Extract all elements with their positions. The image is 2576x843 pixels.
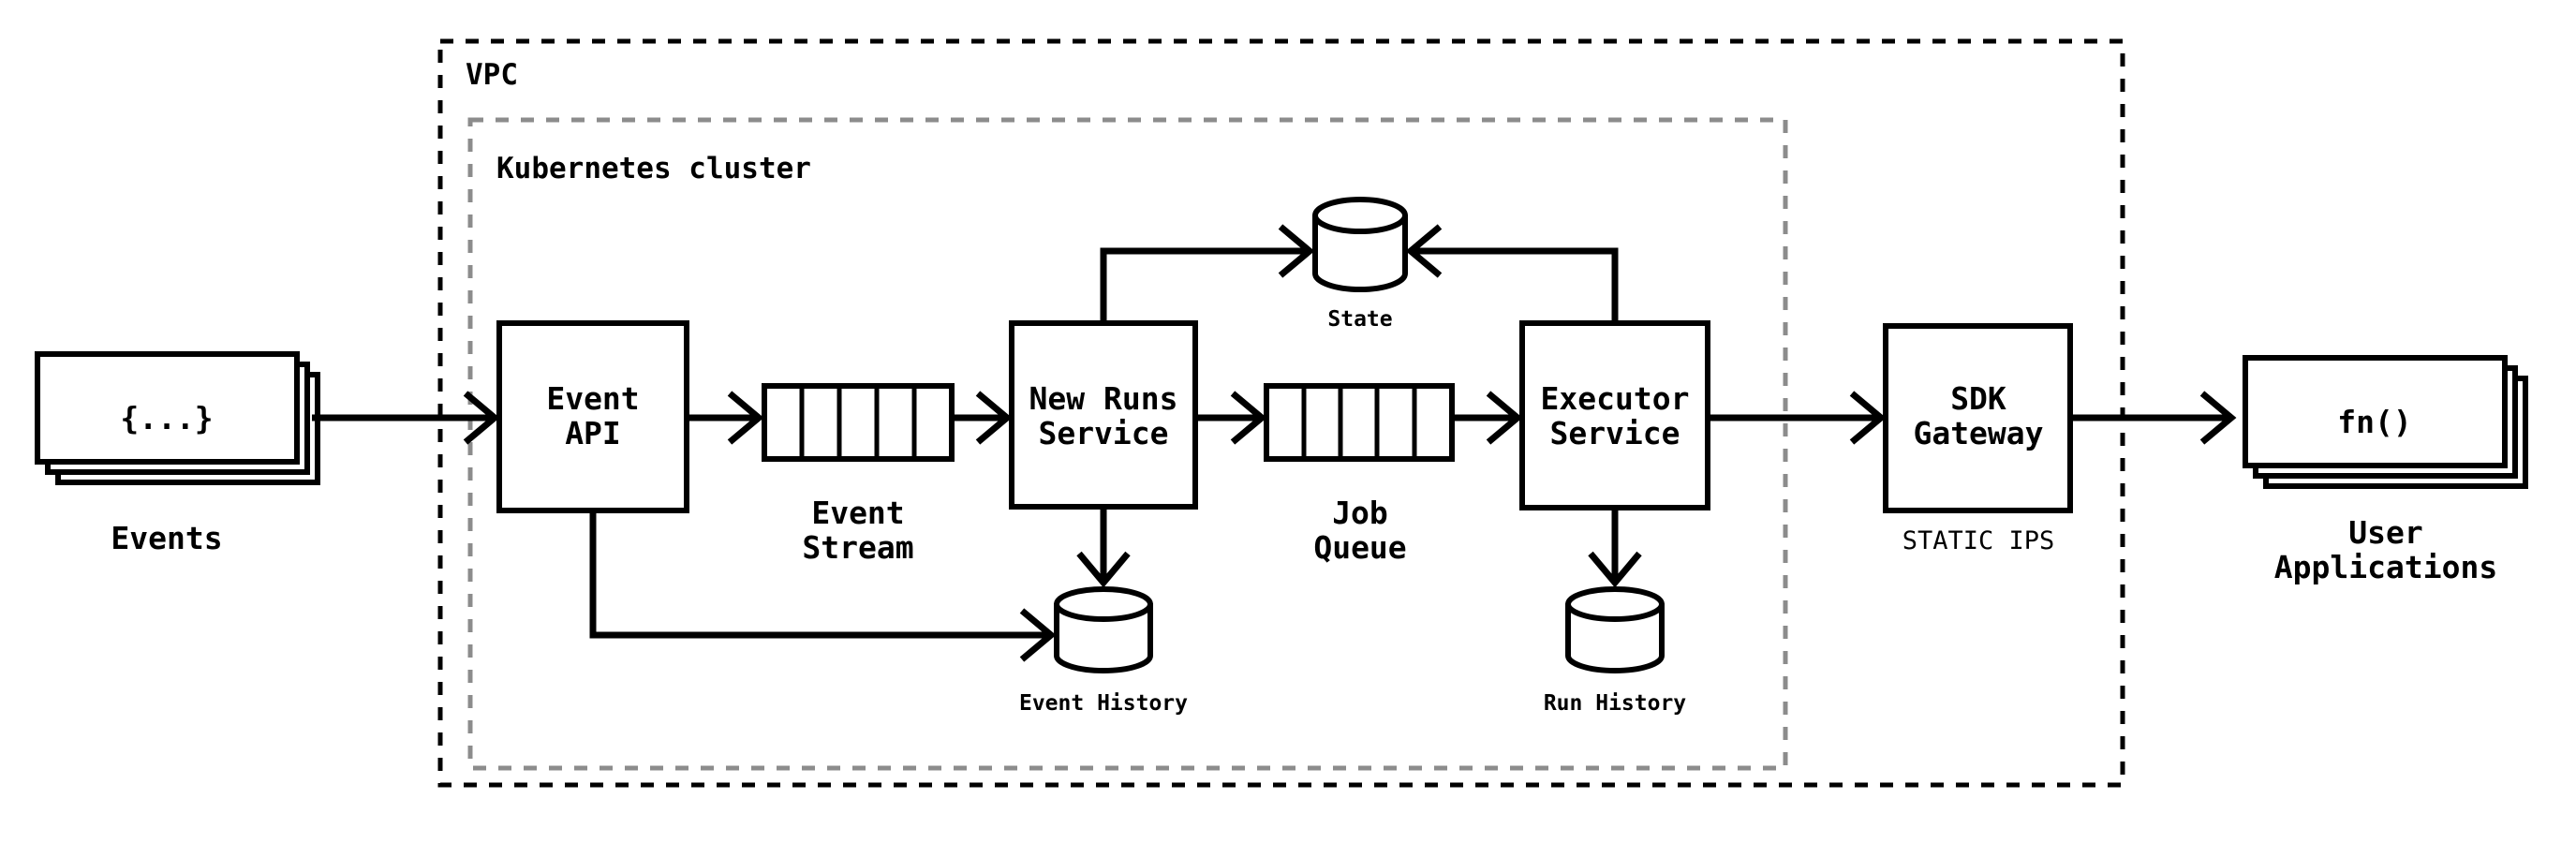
flow-events-to-event-api [312, 391, 500, 445]
run-history-cylinder-top [1565, 586, 1665, 622]
events-label: {...} [120, 400, 213, 436]
user-applications-label: fn() [2337, 404, 2411, 440]
job-queue-caption-line1: Job [1332, 495, 1388, 531]
events-caption: Events [111, 520, 222, 556]
sdk-gateway-label-line1: SDK [1950, 380, 2006, 417]
event-stream-queue [762, 383, 955, 462]
flow-sdk-gateway-to-user-applications [2070, 391, 2237, 445]
executor-service-label-line2: Service [1549, 415, 1680, 451]
boundary-k8s-label: Kubernetes cluster [496, 152, 811, 185]
user-applications-stack-layer-1 [2243, 355, 2508, 468]
boundary-vpc [437, 38, 2125, 788]
flow-job-queue-to-executor [1452, 391, 1523, 445]
flow-new-runs-to-job-queue [1195, 391, 1267, 445]
flow-event-api-to-event-stream [687, 391, 764, 445]
executor-service-box [1519, 320, 1710, 510]
node-new-runs-service: New Runs Service [1009, 320, 1198, 510]
event-history-cylinder-body [1054, 601, 1153, 673]
event-history-caption: Event History [1019, 691, 1188, 716]
boundary-k8s [467, 117, 1788, 771]
sdk-gateway-label-line2: Gateway [1913, 415, 2043, 451]
event-history-cylinder-top [1054, 586, 1153, 622]
flow-event-api-to-event-history [589, 510, 1057, 662]
event-stream-caption-line2: Stream [802, 529, 913, 566]
flow-executor-to-sdk-gateway [1708, 391, 1887, 445]
job-queue-caption-line2: Queue [1313, 529, 1406, 566]
events-stack-layer-1 [35, 351, 300, 465]
node-event-stream: Event Stream [762, 383, 955, 566]
state-caption: State [1327, 307, 1392, 332]
node-event-api: Event API [496, 320, 689, 513]
node-events: {...} Events [35, 351, 320, 556]
flow-new-runs-to-state [1100, 224, 1315, 323]
run-history-cylinder-body [1565, 601, 1665, 673]
state-cylinder-body [1312, 213, 1408, 292]
run-history-caption: Run History [1544, 691, 1686, 716]
node-user-applications: fn() User Applications [2243, 355, 2528, 585]
event-api-label-line1: Event [546, 380, 639, 417]
node-event-history: Event History [1019, 586, 1188, 716]
flow-event-stream-to-new-runs [952, 391, 1013, 445]
node-run-history: Run History [1544, 586, 1686, 716]
event-api-label-line2: API [565, 415, 621, 451]
flow-executor-to-state [1405, 224, 1619, 323]
job-queue-box [1264, 383, 1455, 462]
boundary-vpc-label: VPC [466, 58, 518, 92]
state-cylinder-top [1312, 197, 1408, 234]
user-applications-caption-line1: User [2348, 514, 2422, 551]
event-api-box [496, 320, 689, 513]
node-state: State [1312, 197, 1408, 332]
node-executor-service: Executor Service [1519, 320, 1710, 510]
executor-service-label-line1: Executor [1541, 380, 1690, 417]
event-stream-caption-line1: Event [811, 495, 904, 531]
sdk-gateway-sublabel: STATIC IPS [1902, 526, 2055, 555]
user-applications-caption-line2: Applications [2274, 549, 2497, 585]
new-runs-service-label-line2: Service [1038, 415, 1168, 451]
flow-executor-to-run-history [1588, 508, 1642, 588]
flow-new-runs-to-event-history [1076, 507, 1131, 588]
node-sdk-gateway: SDK Gateway STATIC IPS [1883, 323, 2073, 555]
new-runs-service-label-line1: New Runs [1029, 380, 1178, 417]
node-job-queue: Job Queue [1264, 383, 1455, 566]
